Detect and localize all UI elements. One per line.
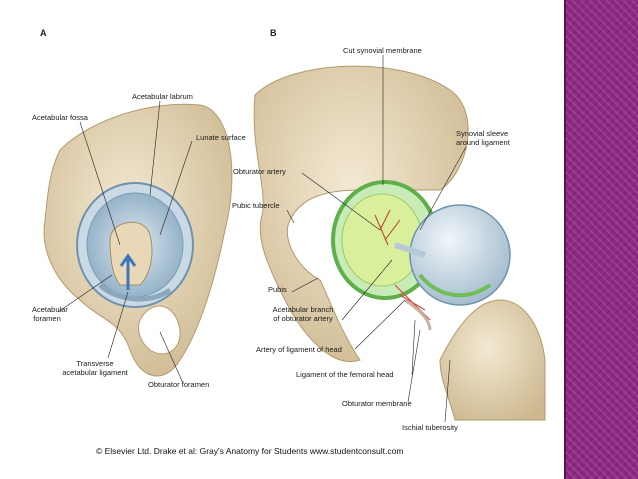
label-ischial-tuberosity: Ischial tuberosity	[402, 423, 458, 432]
copyright-caption: © Elsevier Ltd. Drake et al: Gray's Anat…	[96, 446, 404, 456]
label-cut-synovial-membrane: Cut synovial membrane	[343, 46, 422, 55]
label-artery-of-ligament-of-head: Artery of ligament of head	[256, 345, 342, 354]
femur-shaft	[439, 299, 546, 421]
acetabular-fossa-shape	[109, 221, 153, 286]
label-acetabular-branch-line1: Acetabular branch	[272, 305, 334, 314]
label-obturator-foramen: Obturator foramen	[148, 380, 210, 389]
label-synovial-sleeve: Synovial sleeve around ligament	[456, 129, 510, 147]
label-ligament-of-femoral-head: Ligament of the femoral head	[296, 370, 394, 379]
label-synovial-sleeve-line2: around ligament	[456, 138, 510, 147]
label-pubic-tubercle: Pubic tubercle	[232, 201, 280, 210]
arrow-icon	[119, 253, 137, 290]
label-transverse-acetabular-ligament: Transverse acetabular ligament	[55, 359, 135, 377]
label-lunate-surface: Lunate surface	[196, 133, 246, 142]
sidebar-edge	[564, 0, 566, 479]
label-acetabular-branch-line2: of obturator artery	[273, 314, 333, 323]
label-transverse-line1: Transverse	[76, 359, 114, 368]
label-acetabular-foramen-line2: foramen	[33, 314, 61, 323]
obturator-foramen-shape	[137, 305, 181, 355]
label-synovial-sleeve-line1: Synovial sleeve	[456, 129, 509, 138]
label-acetabular-branch: Acetabular branch of obturator artery	[262, 305, 344, 323]
ligament-of-head-shape	[394, 242, 426, 258]
transverse-ligament-shape	[98, 283, 172, 302]
artery-branches	[374, 209, 401, 246]
decorative-sidebar	[566, 0, 638, 479]
label-acetabular-labrum: Acetabular labrum	[132, 92, 193, 101]
obturator-membrane-shape	[404, 298, 432, 331]
label-obturator-membrane: Obturator membrane	[342, 399, 412, 408]
panel-b-hip-joint	[253, 65, 546, 421]
panel-label-b: B	[270, 28, 277, 38]
panel-a-hip-bone	[43, 103, 233, 377]
label-obturator-artery: Obturator artery	[233, 167, 286, 176]
leader-lines	[57, 55, 467, 423]
femoral-head-shape	[409, 204, 511, 306]
panel-label-a: A	[40, 28, 47, 38]
label-acetabular-foramen-line1: Acetabular	[32, 305, 68, 314]
label-transverse-line2: acetabular ligament	[62, 368, 128, 377]
label-acetabular-foramen: Acetabular foramen	[32, 305, 68, 323]
label-pubis: Pubis	[268, 285, 287, 294]
label-acetabular-fossa: Acetabular fossa	[32, 113, 88, 122]
